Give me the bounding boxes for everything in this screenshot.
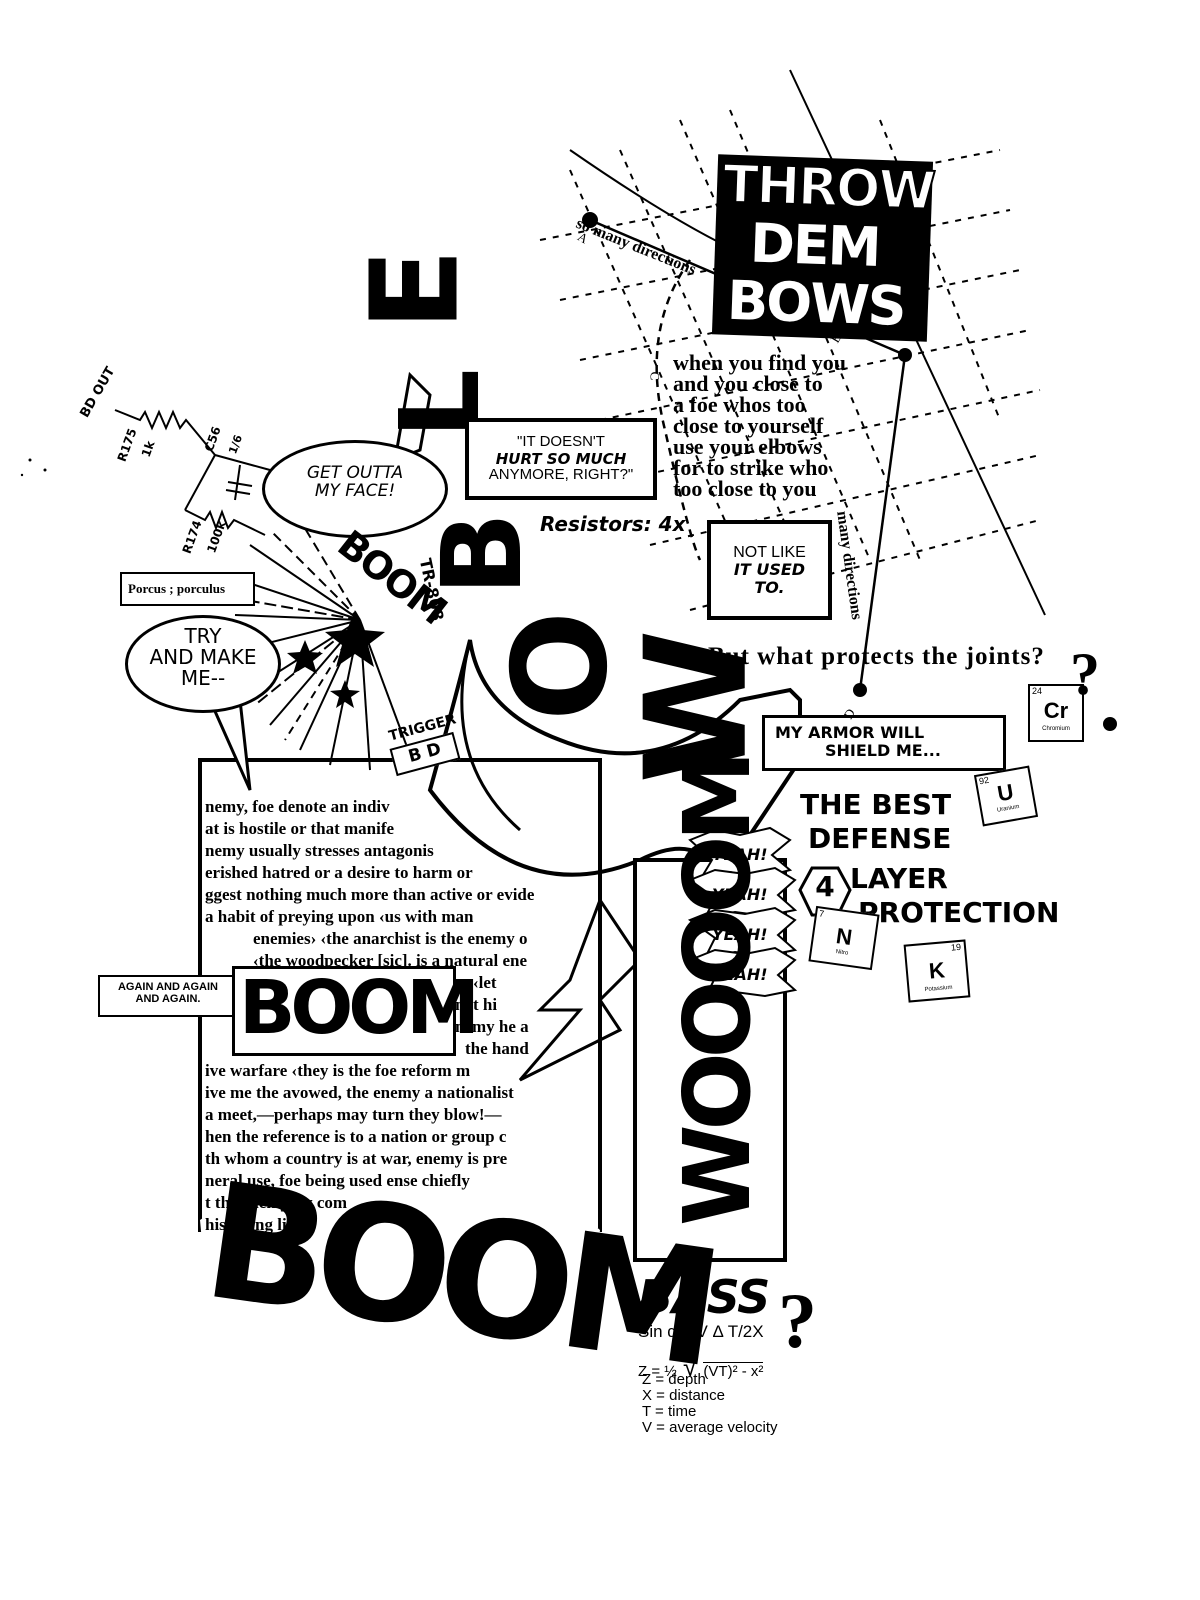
yeah-bursts	[687, 826, 798, 1000]
box-line: ANYMORE, RIGHT?"	[488, 466, 634, 484]
poem-line: a foe whos too	[673, 392, 806, 417]
box-line: "IT DOESN'T	[517, 433, 605, 451]
box-line: TO.	[754, 577, 785, 597]
box-line: MY ARMOR WILL	[775, 723, 925, 742]
bubble-line: AND MAKE	[149, 645, 257, 669]
dict-line: ‹let	[473, 973, 497, 992]
elbow-letter-e: E	[346, 248, 486, 331]
doesnt-hurt-box: "IT DOESN'T HURT SO MUCH ANYMORE, RIGHT?…	[465, 418, 657, 500]
dict-line: not hi	[455, 995, 498, 1014]
dict-line: hispering lips	[205, 1215, 303, 1234]
element-potassium: 19 K Potassium	[903, 939, 971, 1003]
defense-line-4: PROTECTION	[858, 896, 1060, 929]
bass-legend: Z = depth X = distance T = time V = aver…	[642, 1372, 778, 1436]
dict-line: nemy, foe denote an indiv	[205, 797, 390, 816]
joints-question: But what protects the joints?	[708, 643, 1045, 670]
dict-line: hen the reference is to a nation or grou…	[205, 1127, 507, 1146]
dict-line: ive warfare ‹they is the foe reform m	[205, 1061, 471, 1080]
box-line: SHIELD ME...	[825, 740, 941, 760]
bass-question: ?	[778, 1277, 817, 1364]
eq2-root: (VT)² - x²	[703, 1362, 764, 1380]
defense-line-1: THE BEST	[800, 788, 952, 821]
poem-line: for to strike who	[673, 455, 829, 480]
dict-line: a habit of preying upon ‹us with man	[205, 907, 474, 926]
dict-line: the hand	[465, 1039, 529, 1058]
dict-line: erished hatred or a desire to harm or	[205, 863, 473, 882]
dict-line: t the enemy, ey com	[205, 1193, 348, 1212]
yeah-1: YEAH!	[712, 845, 768, 864]
poem-line: use your elbows	[673, 434, 822, 459]
yeah-3: YEAH!	[712, 925, 768, 944]
dict-line: ‹the woodpecker [sic]. is a natural ene	[253, 951, 528, 970]
dict-line: neral use, foe being used ense chiefly	[205, 1171, 470, 1190]
bass-equation-2: Z = ½ √ (VT)² - x²	[638, 1352, 764, 1382]
big-question-mark: ?	[1070, 641, 1100, 707]
boom-box: BOOM	[232, 965, 480, 1056]
defense-line-2: DEFENSE	[808, 822, 952, 855]
impact-stars	[287, 610, 385, 708]
title-line-2: DEM	[749, 211, 881, 279]
title-block: THROW DEM BOWS	[711, 154, 936, 342]
bubble-line: GET OUTTA	[306, 463, 404, 483]
armor-box: MY ARMOR WILL SHIELD ME...	[762, 715, 1006, 771]
legend-line: X = distance	[642, 1387, 725, 1404]
dict-line: at is hostile or that manife	[205, 819, 395, 838]
poem-line: too close to you	[673, 476, 817, 501]
dict-line: ive me the avowed, the enemy a nationali…	[205, 1083, 514, 1102]
porcus-label: Porcus ; porculus	[120, 572, 255, 606]
dict-line: th whom a country is at war, enemy is pr…	[205, 1149, 508, 1168]
point-c: C	[647, 371, 663, 381]
bubble-line: ME--	[180, 666, 226, 690]
bass-title: BASS	[638, 1270, 770, 1324]
box-line: AND AGAIN.	[135, 993, 201, 1006]
dict-line: nemy he a	[455, 1017, 529, 1036]
legend-line: V = average velocity	[642, 1419, 778, 1436]
title-line-3: BOWS	[726, 268, 906, 338]
element-uranium: 92 U Uranium	[973, 765, 1039, 827]
bass-equation-1: Sin α = V Δ T/2X	[638, 1322, 764, 1341]
yeah-2: YEAH!	[712, 885, 768, 904]
box-line: AGAIN AND AGAIN	[117, 981, 218, 993]
poem: when you find you and you close to a foe…	[673, 350, 847, 501]
boom-burst	[200, 1170, 600, 1390]
dictionary-entry: nemy, foe denote an indiv at is hostile …	[205, 796, 595, 1236]
legend-line: T = time	[642, 1403, 697, 1420]
eq2-left: Z = ½	[638, 1363, 677, 1380]
dict-line: nemy usually stresses antagonis	[205, 841, 434, 860]
dict-line: ggest nothing much more than active or e…	[205, 885, 535, 904]
element-chromium: 24 Cr Chromium	[1028, 684, 1084, 742]
circuit-schematic	[114, 409, 271, 536]
boom-box-text: BOOM	[239, 965, 480, 1051]
element-nitrogen: 7 N Nitro	[808, 905, 880, 971]
bubble-line: MY FACE!	[314, 480, 396, 501]
box-line: IT USED	[733, 560, 806, 580]
bubble-line: TRY	[184, 624, 222, 648]
elbow-letter-o: O	[484, 610, 637, 722]
poem-line: when you find you	[673, 350, 847, 375]
try-make-me-bubble: TRY AND MAKE ME--	[125, 615, 281, 713]
box-line: HURT SO MUCH	[495, 449, 627, 468]
dict-line: a meet,—perhaps may turn they blow!—	[205, 1105, 502, 1124]
get-outta-bubble: GET OUTTA MY FACE!	[262, 440, 448, 538]
poem-line: close to yourself	[673, 413, 824, 438]
legend-line: Z = depth	[642, 1371, 706, 1388]
again-box: AGAIN AND AGAIN AND AGAIN.	[98, 975, 238, 1017]
box-line: NOT LIKE	[733, 543, 806, 561]
dict-line: enemies› ‹the anarchist is the enemy o	[253, 929, 528, 948]
resistors-label: Resistors: 4x	[540, 512, 686, 536]
defense-line-3: LAYER	[850, 862, 948, 895]
not-like-box: NOT LIKE IT USED TO.	[707, 520, 832, 620]
yeah-4: YEAH!	[712, 965, 768, 984]
poem-line: and you close to	[673, 371, 823, 396]
defense-badge: 4	[815, 870, 835, 903]
